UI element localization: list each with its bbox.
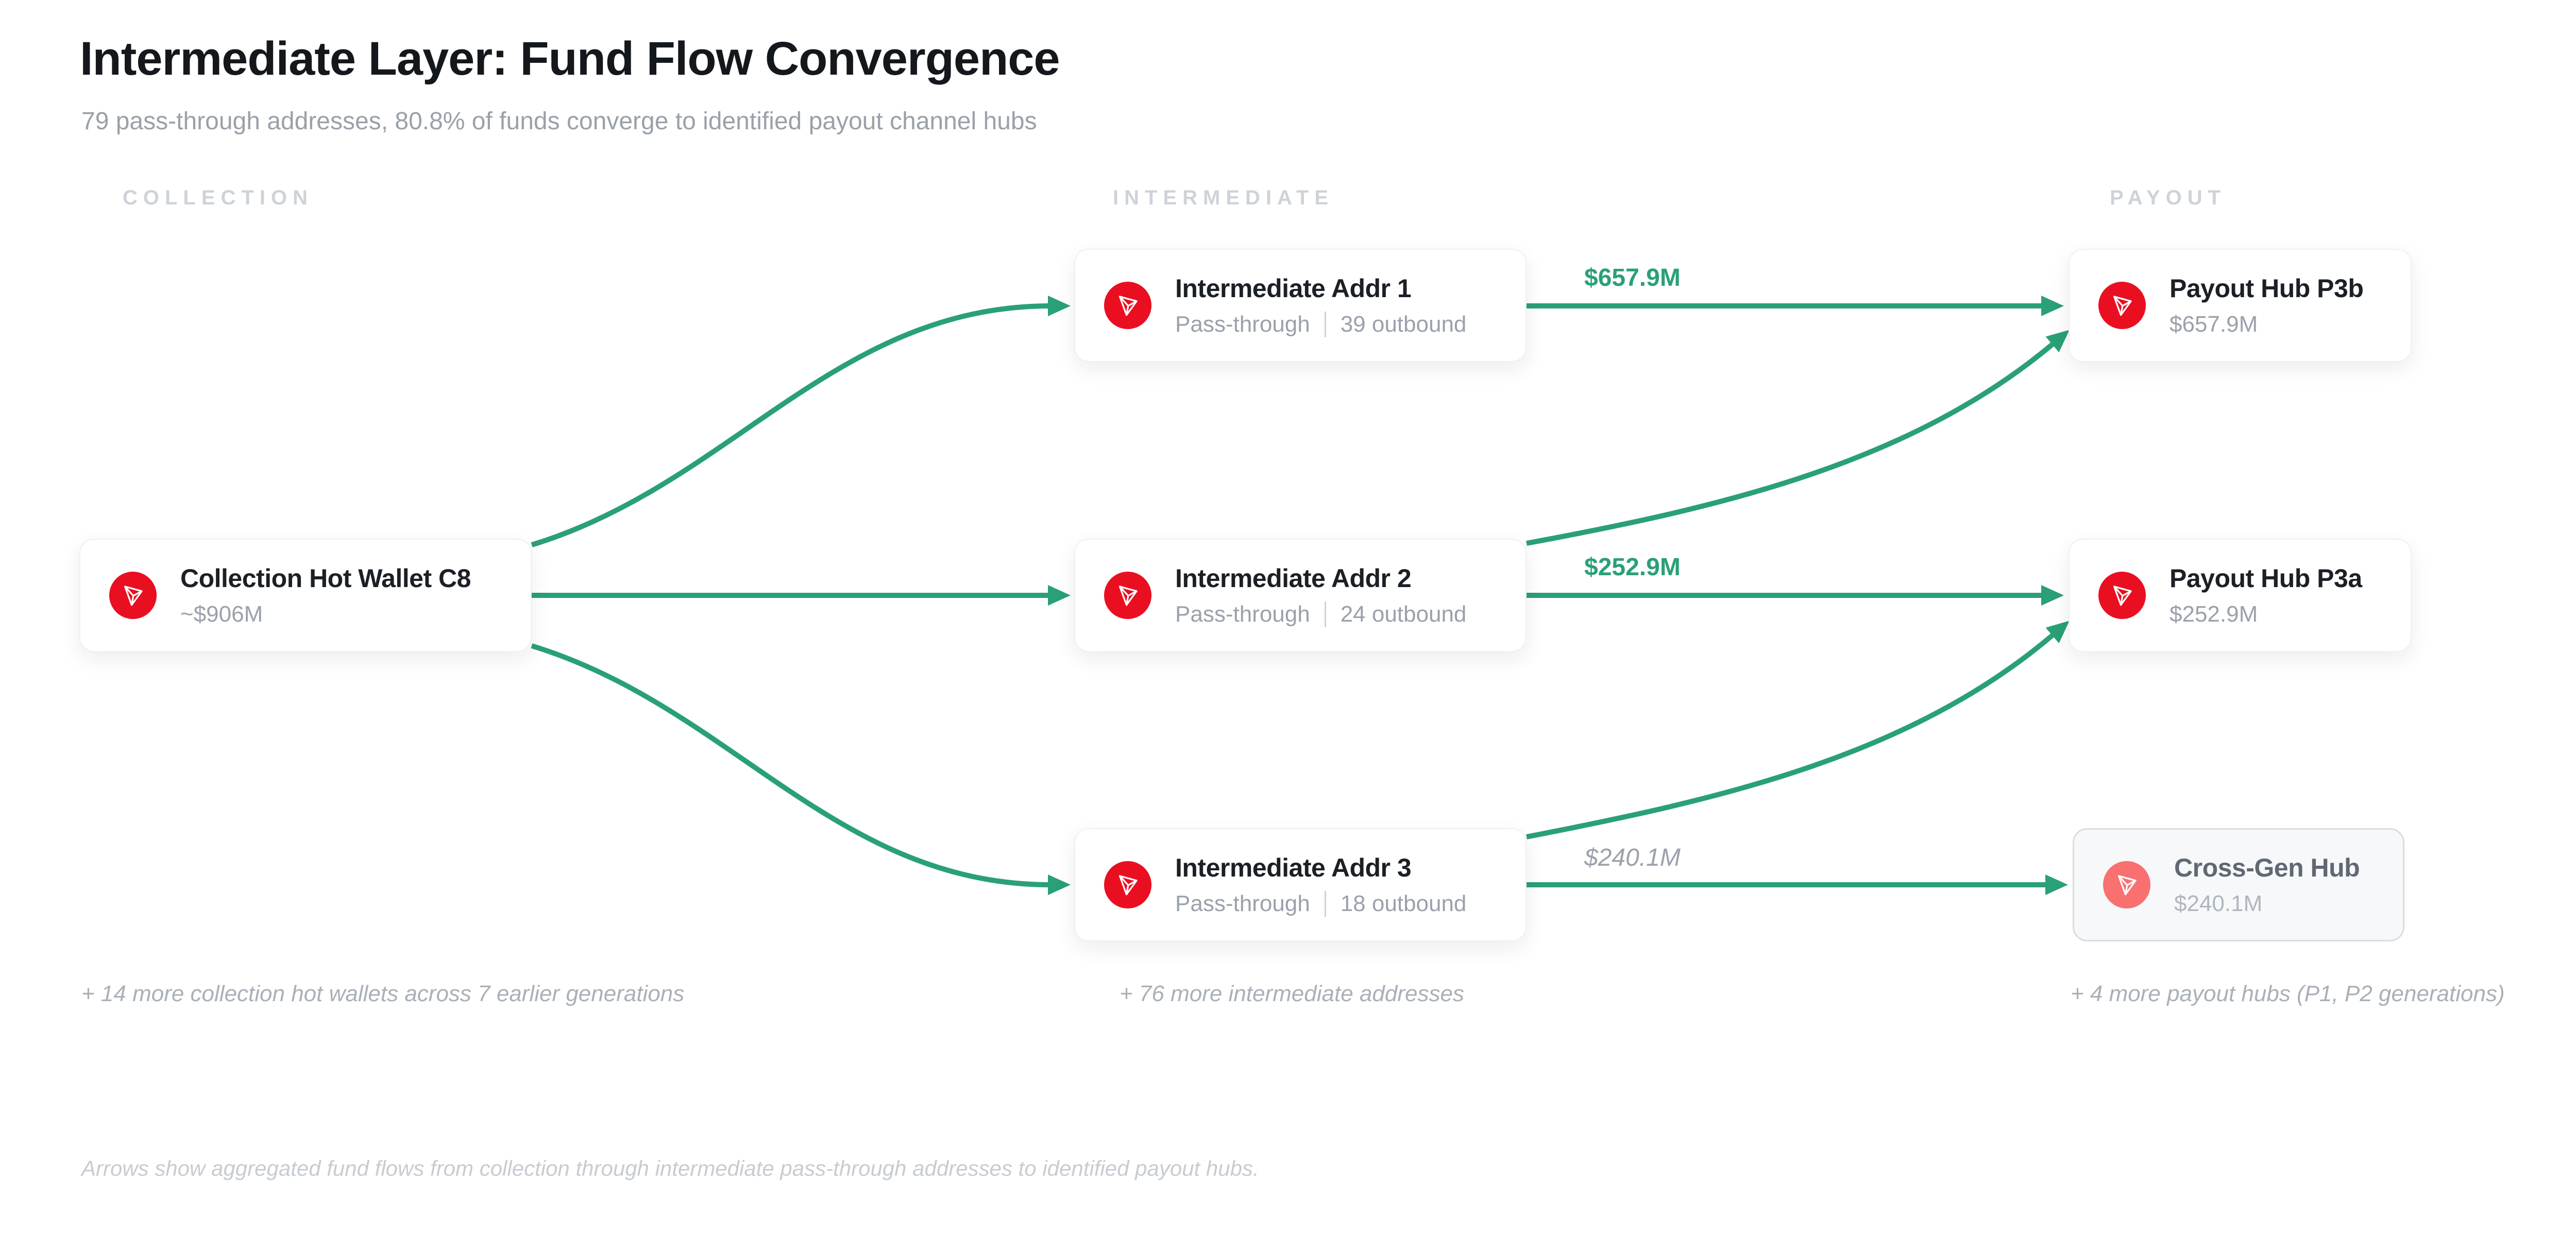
node-type: Pass-through	[1175, 891, 1310, 916]
node-value: $252.9M	[2170, 602, 2258, 627]
node-value: $240.1M	[2174, 891, 2263, 916]
divider	[1324, 312, 1326, 337]
node-collection-hot-wallet: Collection Hot Wallet C8 ~$906M	[79, 539, 532, 652]
node-title: Intermediate Addr 2	[1175, 564, 1412, 593]
footnote-payout: + 4 more payout hubs (P1, P2 generations…	[2071, 981, 2505, 1006]
node-title: Payout Hub P3b	[2170, 274, 2364, 303]
flow-label-cross-gen: $240.1M	[1584, 844, 1681, 871]
node-title: Intermediate Addr 3	[1175, 853, 1412, 882]
node-intermediate-addr-2: Intermediate Addr 2 Pass-through 24 outb…	[1074, 539, 1527, 652]
footnote-collection: + 14 more collection hot wallets across …	[81, 981, 685, 1006]
tron-icon	[1104, 282, 1151, 329]
column-header-payout: PAYOUT	[2110, 186, 2227, 209]
divider	[1324, 602, 1326, 627]
node-outbound: 18 outbound	[1340, 891, 1467, 916]
node-title: Collection Hot Wallet C8	[180, 564, 471, 593]
tron-icon	[109, 572, 157, 619]
node-value: $657.9M	[2170, 312, 2258, 337]
page-subtitle: 79 pass-through addresses, 80.8% of fund…	[81, 108, 1037, 135]
node-title: Cross-Gen Hub	[2174, 853, 2360, 882]
edge-inter2-to-p3b	[1526, 330, 2070, 546]
node-payout-hub-p3b: Payout Hub P3b $657.9M	[2069, 249, 2412, 362]
flow-label-p3a: $252.9M	[1584, 554, 1681, 581]
node-type: Pass-through	[1175, 312, 1310, 337]
page-title: Intermediate Layer: Fund Flow Convergenc…	[80, 32, 1060, 85]
edge-collection-to-inter1	[531, 296, 1071, 547]
node-value: ~$906M	[180, 602, 263, 627]
node-payout-hub-p3a: Payout Hub P3a $252.9M	[2069, 539, 2412, 652]
diagram-caption: Arrows show aggregated fund flows from c…	[81, 1156, 1259, 1180]
tron-icon-muted	[2103, 861, 2150, 908]
node-outbound: 39 outbound	[1340, 312, 1467, 337]
tron-icon	[1104, 861, 1151, 908]
footnote-intermediate: + 76 more intermediate addresses	[1120, 981, 1464, 1006]
edge-inter3-to-p3a	[1526, 621, 2070, 839]
flow-label-p3b: $657.9M	[1584, 264, 1681, 291]
edge-collection-to-inter3	[531, 643, 1071, 895]
node-title: Payout Hub P3a	[2170, 564, 2362, 593]
node-type: Pass-through	[1175, 602, 1310, 627]
node-intermediate-addr-1: Intermediate Addr 1 Pass-through 39 outb…	[1074, 249, 1527, 362]
node-intermediate-addr-3: Intermediate Addr 3 Pass-through 18 outb…	[1074, 828, 1527, 941]
node-title: Intermediate Addr 1	[1175, 274, 1412, 303]
node-cross-gen-hub: Cross-Gen Hub $240.1M	[2073, 828, 2404, 941]
column-header-collection: COLLECTION	[123, 186, 313, 209]
tron-icon	[2098, 282, 2146, 329]
tron-icon	[2098, 572, 2146, 619]
tron-icon	[1104, 572, 1151, 619]
node-outbound: 24 outbound	[1340, 602, 1467, 627]
divider	[1324, 891, 1326, 917]
column-header-intermediate: INTERMEDIATE	[1113, 186, 1334, 209]
